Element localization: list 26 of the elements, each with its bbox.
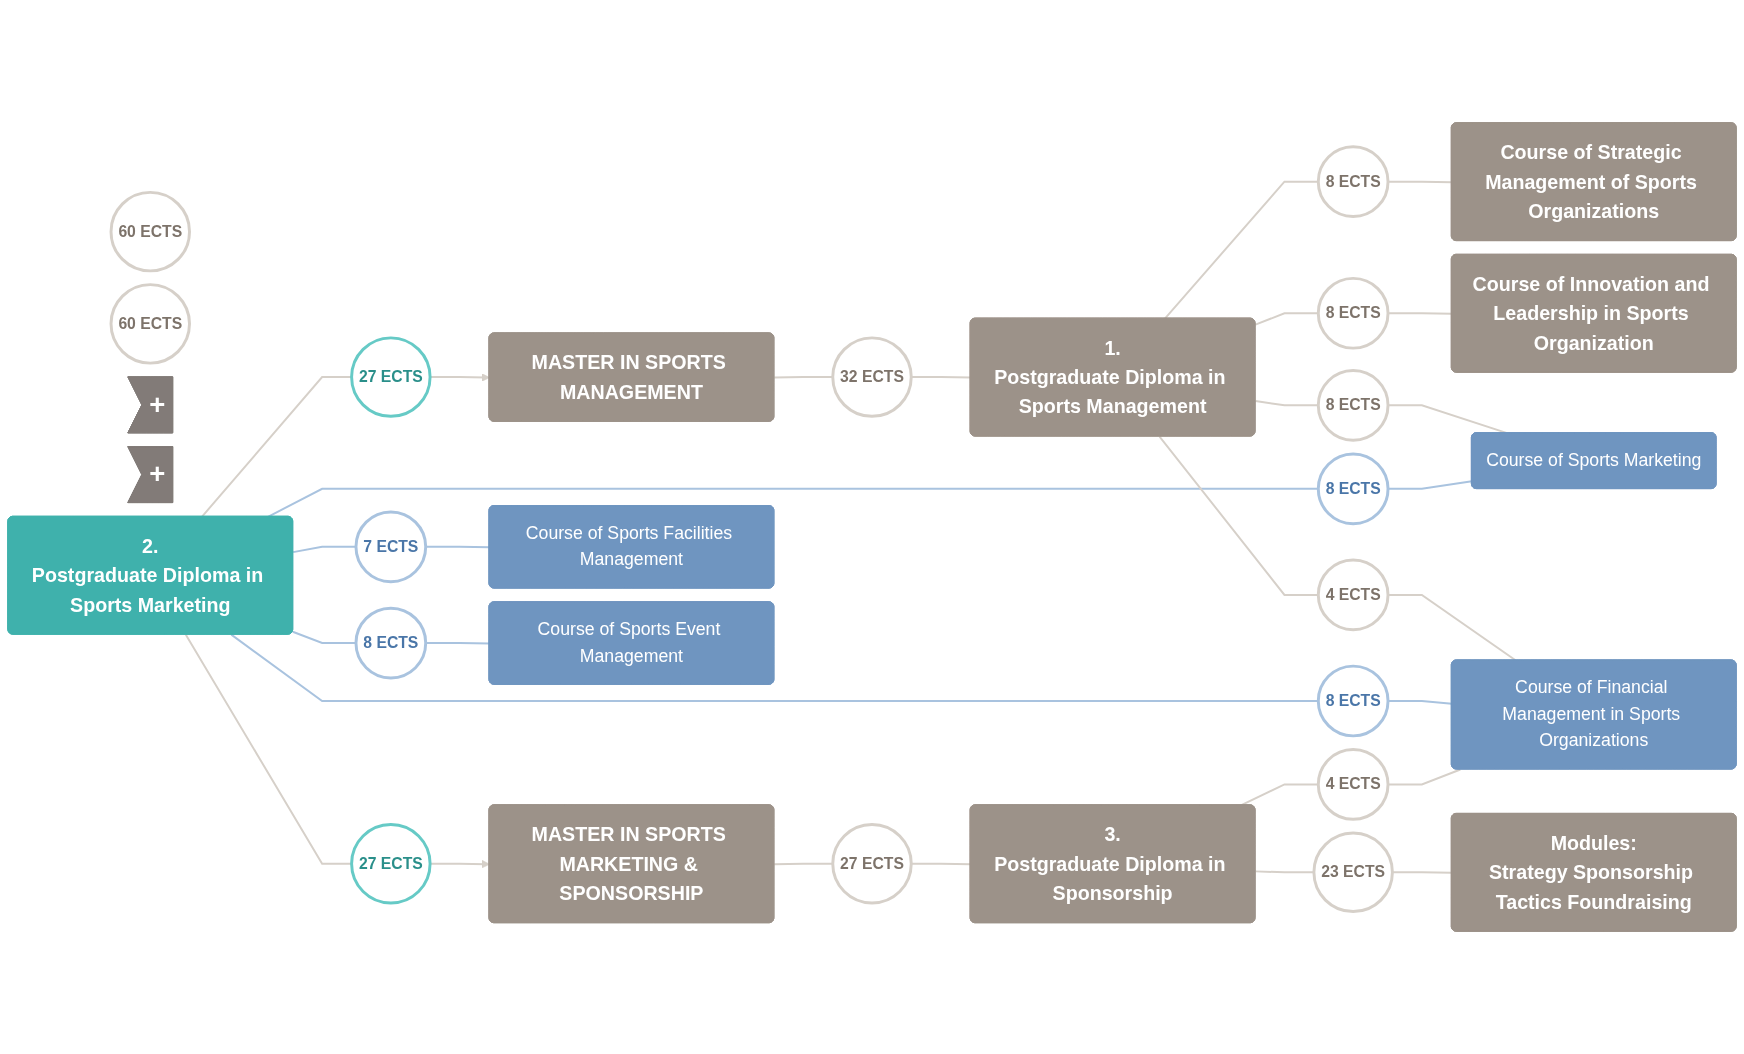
node-circle: 27 ECTS	[350, 823, 432, 905]
connector	[1387, 768, 1462, 786]
node-circle: 4 ECTS	[1316, 748, 1390, 821]
node-circle: 8 ECTS	[354, 606, 428, 680]
connector	[1387, 700, 1453, 705]
arrow	[429, 859, 490, 869]
connector	[1387, 180, 1453, 184]
connector	[292, 545, 357, 554]
node-circle: 32 ECTS	[831, 336, 913, 418]
node-circle: 8 ECTS	[1316, 145, 1390, 218]
connector	[291, 630, 357, 644]
node-circle: 8 ECTS	[1316, 369, 1390, 442]
node-circle: 4 ECTS	[1316, 558, 1390, 632]
node-circle: 60 ECTS	[109, 283, 191, 365]
node-circle: 8 ECTS	[1316, 276, 1390, 350]
node-circle: 7 ECTS	[354, 510, 428, 584]
connector	[1387, 480, 1473, 490]
connector	[1254, 870, 1315, 874]
node-circle: 8 ECTS	[1316, 452, 1390, 526]
connector	[1387, 312, 1453, 315]
node-circle: 8 ECTS	[1316, 664, 1390, 738]
node-circle: 23 ECTS	[1312, 831, 1394, 914]
node-circle: 60 ECTS	[109, 190, 191, 273]
arrow	[429, 373, 490, 382]
node-circle: 27 ECTS	[350, 336, 432, 418]
node-circle: 27 ECTS	[831, 823, 913, 905]
